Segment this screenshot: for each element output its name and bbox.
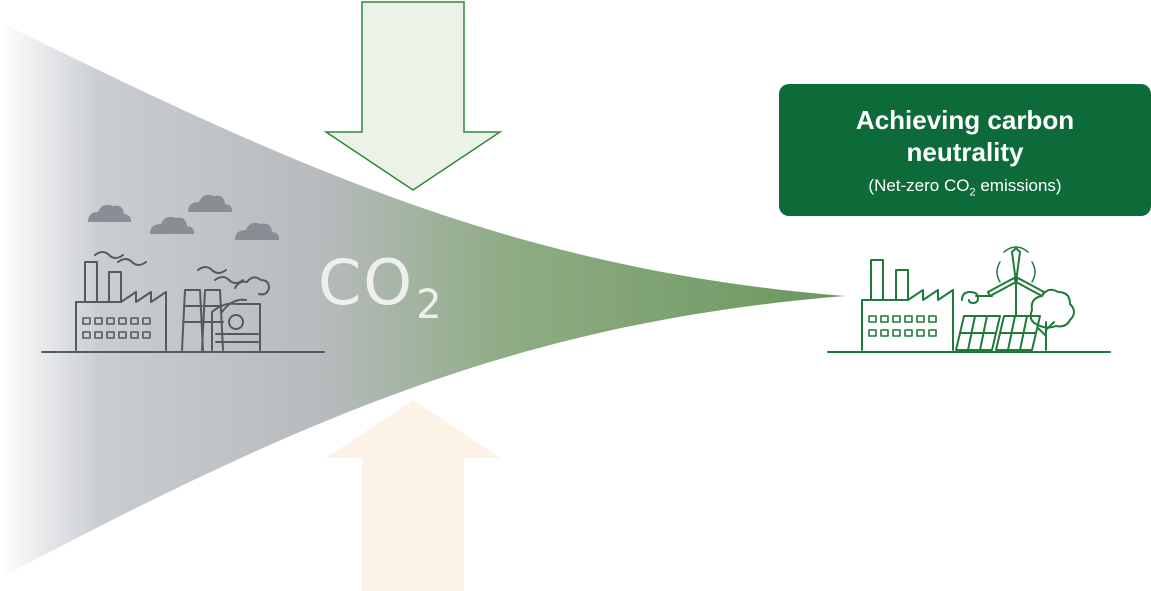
goal-subtitle-subscript: 2	[969, 186, 976, 199]
co2-label: CO2	[318, 252, 444, 326]
wind-turbine-icon	[987, 246, 1045, 317]
goal-title: Achieving carbon neutrality	[855, 105, 1075, 167]
smog-cloud-icon	[88, 194, 280, 240]
carbon-neutrality-goal-box: Achieving carbon neutrality (Net-zero CO…	[779, 84, 1151, 216]
clean-industry-icon	[827, 246, 1111, 353]
reduction-arrow	[323, 1, 503, 191]
co2-label-subscript: 2	[416, 282, 444, 328]
goal-subtitle-prefix: (Net-zero CO	[868, 176, 970, 195]
solar-panel-icon	[955, 315, 1041, 351]
polluting-industry-icon	[41, 194, 325, 353]
co2-label-main: CO	[318, 246, 415, 319]
absorption-arrow	[326, 400, 500, 591]
goal-subtitle: (Net-zero CO2 emissions)	[779, 176, 1151, 198]
goal-subtitle-suffix: emissions)	[975, 176, 1062, 195]
tree-icon	[1029, 288, 1075, 351]
co2-funnel	[0, 22, 845, 578]
